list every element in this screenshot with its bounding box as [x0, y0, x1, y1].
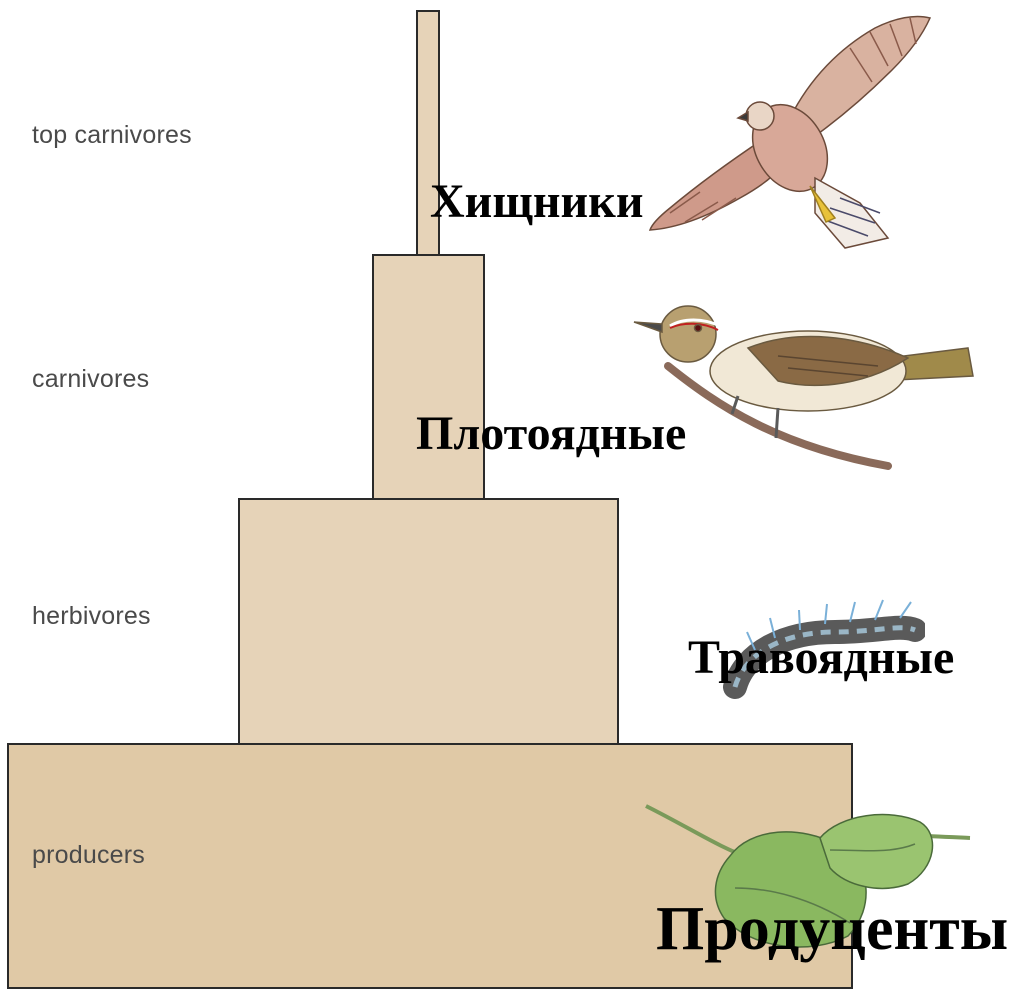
label-carnivores: carnivores: [32, 365, 149, 394]
label-herbivores: herbivores: [32, 602, 151, 631]
label-ru-carnivores: Плотоядные: [416, 410, 686, 458]
label-producers: producers: [32, 841, 145, 870]
hawk-icon: [640, 8, 940, 258]
label-ru-herbivores: Травоядные: [688, 634, 954, 682]
pyramid-level-herbivores: [238, 498, 619, 746]
pyramid-level-carnivores: [372, 254, 485, 500]
label-ru-producers: Продуценты: [656, 898, 1008, 960]
label-top-carnivores: top carnivores: [32, 121, 192, 150]
label-ru-top-carnivores: Хищники: [430, 178, 643, 226]
